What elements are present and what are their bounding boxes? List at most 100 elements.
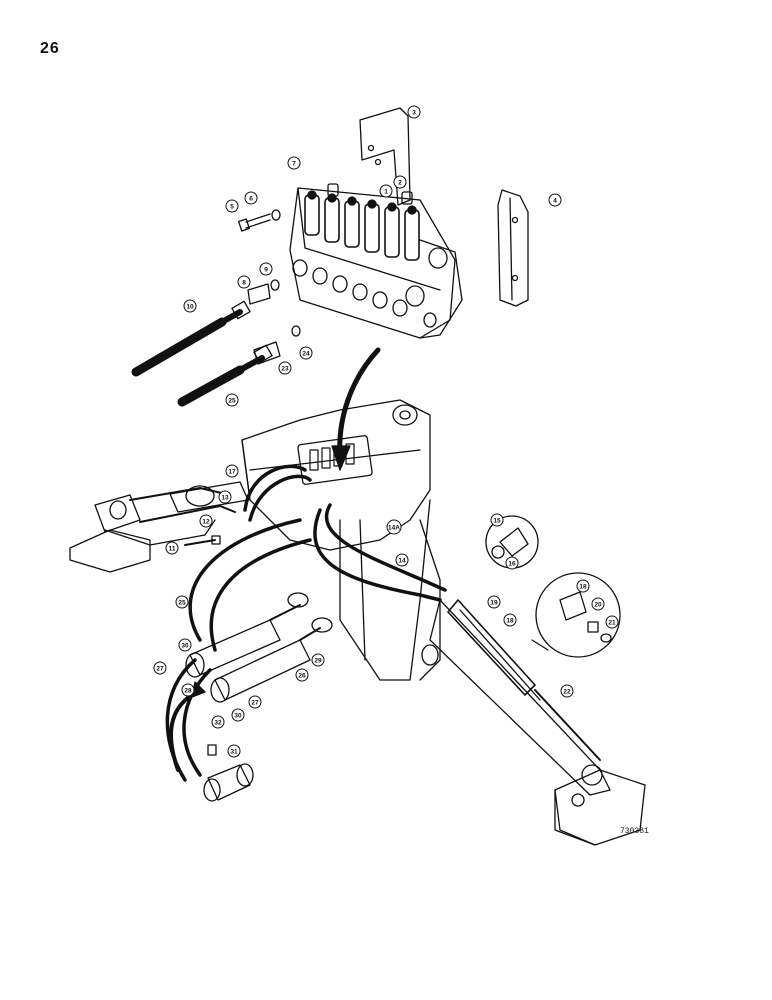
callout-6: 6 — [244, 191, 258, 205]
callout-label: 16 — [508, 560, 516, 567]
callout-14A: 14A — [386, 519, 402, 535]
callout-14: 14 — [395, 553, 409, 567]
callout-label: 19 — [490, 599, 498, 606]
callout-3: 3 — [407, 105, 421, 119]
callout-circle — [237, 275, 251, 289]
callout-circle — [231, 708, 245, 722]
hose-assemblies-upper — [131, 300, 273, 407]
callout-label: 14 — [398, 557, 406, 564]
callout-label: 29 — [314, 657, 322, 664]
callout-circle — [225, 393, 239, 407]
callout-19: 19 — [487, 595, 501, 609]
callout-18: 18 — [503, 613, 517, 627]
callout-circle — [576, 579, 590, 593]
callout-circle — [386, 519, 402, 535]
callout-24: 24 — [299, 346, 313, 360]
callout-32: 32 — [211, 715, 225, 729]
callout-circle — [227, 744, 241, 758]
callout-25: 25 — [225, 393, 239, 407]
callout-circle — [591, 597, 605, 611]
page-number: 26 — [40, 40, 60, 57]
callout-circle — [393, 175, 407, 189]
callout-label: 26 — [298, 672, 306, 679]
callout-22: 22 — [560, 684, 574, 698]
callout-30: 30 — [231, 708, 245, 722]
callout-label: 30 — [234, 712, 242, 719]
callout-label: 18 — [506, 617, 514, 624]
callout-30: 30 — [178, 638, 192, 652]
callout-label: 27 — [251, 699, 259, 706]
swing-cylinders — [185, 592, 333, 703]
callout-circle — [560, 684, 574, 698]
callout-20: 20 — [591, 597, 605, 611]
callout-2: 2 — [393, 175, 407, 189]
callout-circle — [299, 346, 313, 360]
callout-circle — [487, 595, 501, 609]
callout-28: 28 — [181, 683, 195, 697]
callout-label: 12 — [202, 518, 210, 525]
callout-31: 31 — [227, 744, 241, 758]
callout-label: 23 — [281, 365, 289, 372]
callout-label: 9 — [264, 266, 268, 273]
callout-label: 1 — [384, 188, 388, 195]
callout-circle — [278, 361, 292, 375]
callout-29: 29 — [311, 653, 325, 667]
callout-10: 10 — [183, 299, 197, 313]
bolt-and-washer — [238, 209, 281, 232]
callout-circle — [548, 193, 562, 207]
callout-label: 27 — [156, 665, 164, 672]
callout-circle — [379, 184, 393, 198]
callout-label: 7 — [292, 160, 296, 167]
callout-circle — [165, 541, 179, 555]
callout-label: 2 — [398, 179, 402, 186]
callout-circle — [295, 668, 309, 682]
callout-25: 25 — [175, 595, 189, 609]
callout-27: 27 — [153, 661, 167, 675]
callout-label: 25 — [228, 397, 236, 404]
callout-23: 23 — [278, 361, 292, 375]
callout-label: 25 — [178, 599, 186, 606]
callout-17: 17 — [225, 464, 239, 478]
callout-circle — [225, 464, 239, 478]
control-valve-bank — [289, 107, 463, 339]
right-stabilizer — [429, 599, 646, 846]
callout-circle — [211, 715, 225, 729]
callout-label: 4 — [553, 197, 557, 204]
callout-9: 9 — [259, 262, 273, 276]
bracket-4 — [497, 189, 529, 307]
callout-label: 14A — [388, 524, 400, 531]
callout-circle — [225, 199, 239, 213]
callout-label: 30 — [181, 642, 189, 649]
callout-label: 28 — [184, 687, 192, 694]
callout-circle — [248, 695, 262, 709]
callout-7: 7 — [287, 156, 301, 170]
callout-label: 24 — [302, 350, 310, 357]
callout-13: 13 — [218, 490, 232, 504]
callout-circle — [153, 661, 167, 675]
frame-hoses — [165, 464, 447, 782]
callout-circle — [505, 556, 519, 570]
callout-circle — [218, 490, 232, 504]
callout-label: 11 — [169, 545, 176, 552]
callout-label: 13 — [221, 494, 229, 501]
callout-8: 8 — [237, 275, 251, 289]
detail-inset-18-20-21 — [531, 572, 621, 658]
callout-circle — [395, 553, 409, 567]
callout-1: 1 — [379, 184, 393, 198]
callout-circle — [259, 262, 273, 276]
callout-27: 27 — [248, 695, 262, 709]
callout-circle — [311, 653, 325, 667]
callout-circle — [490, 513, 504, 527]
callout-label: 32 — [214, 719, 222, 726]
callout-label: 3 — [412, 109, 416, 116]
callout-label: 22 — [563, 688, 571, 695]
callout-11: 11 — [165, 541, 179, 555]
callout-circle — [287, 156, 301, 170]
callout-label: 31 — [230, 748, 238, 755]
callout-label: 6 — [249, 195, 253, 202]
callout-label: 15 — [493, 517, 501, 524]
callout-16: 16 — [505, 556, 519, 570]
callout-label: 20 — [594, 601, 602, 608]
callout-18: 18 — [576, 579, 590, 593]
